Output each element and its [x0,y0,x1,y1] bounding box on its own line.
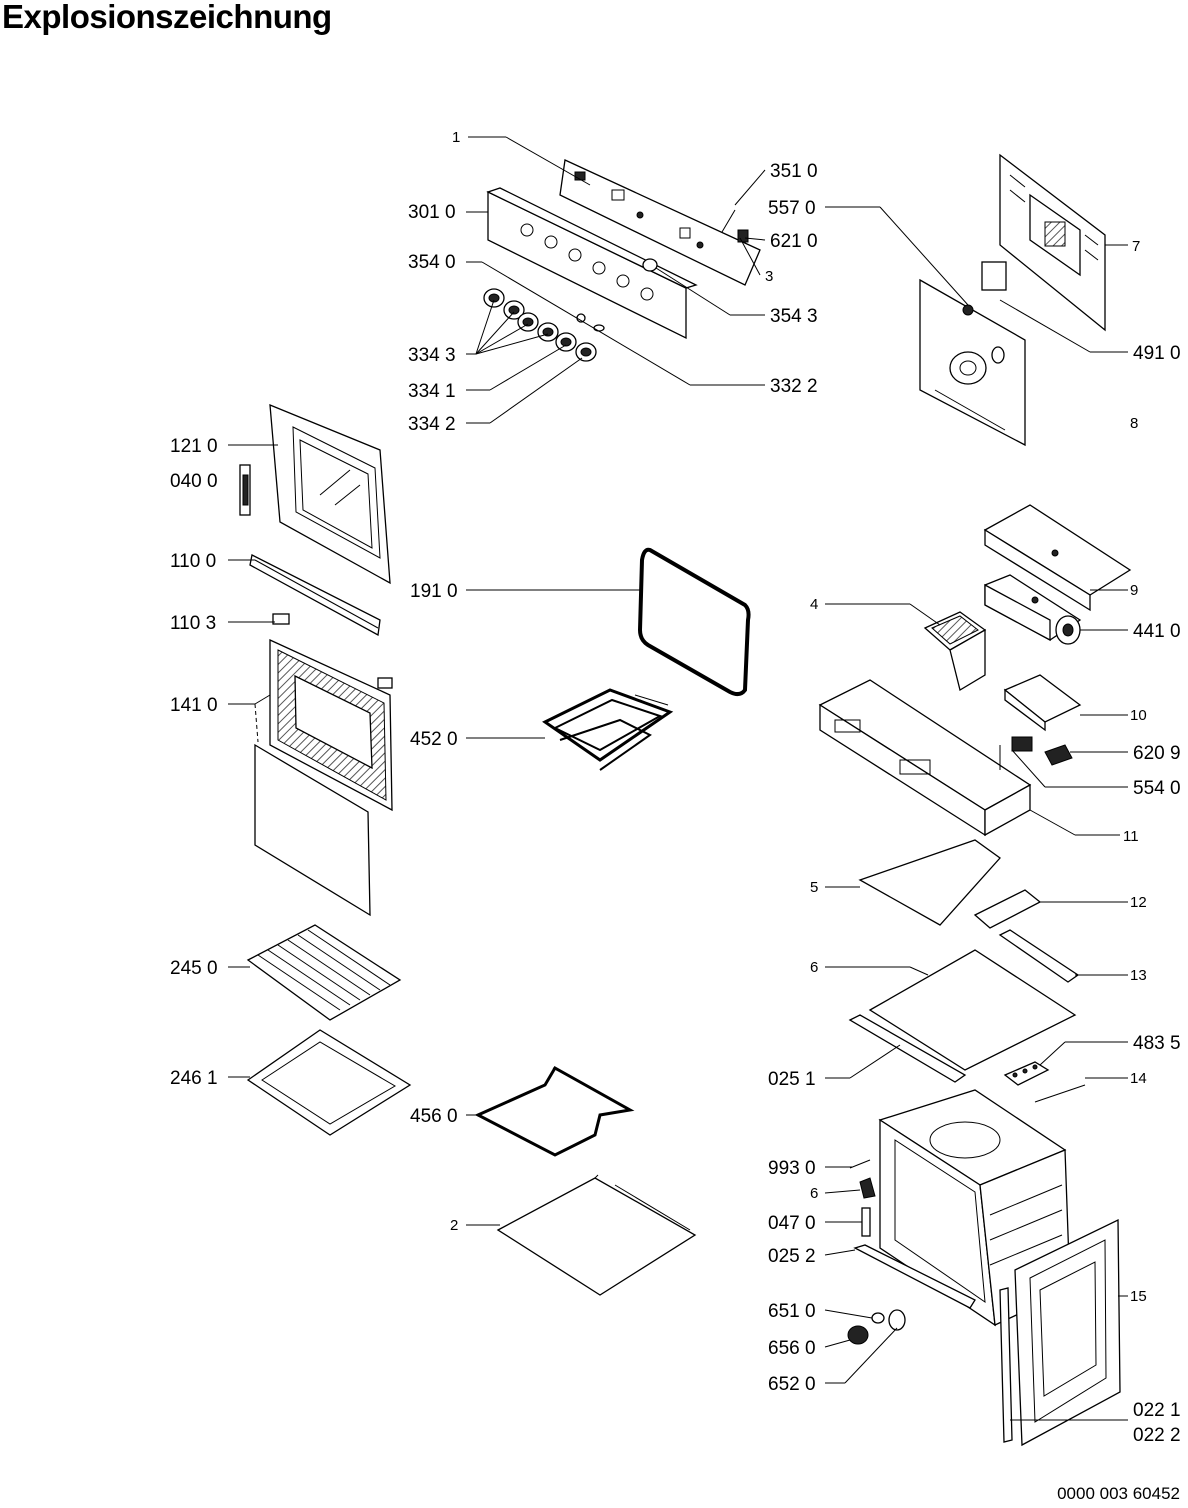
door-handle [249,554,381,637]
part-label: 110 3 [170,613,216,634]
mounting-bracket [973,889,1042,929]
part-label: 191 0 [410,581,458,602]
part-label: 4 [810,596,818,613]
front-frame [818,679,1032,837]
part-label: 354 0 [408,252,456,273]
oven-door [269,403,391,585]
part-label: 246 1 [170,1068,218,1089]
door-hinge [239,464,251,516]
panel-small-parts [642,209,749,272]
part-label: 13 [1130,967,1147,984]
part-labels: 1 301 0 354 0 334 3 334 1 334 2 351 0 55… [170,129,1181,1446]
base-plate [868,949,1077,1071]
part-label: 334 3 [408,345,456,366]
wire-shelf [246,924,402,1021]
part-label: 651 0 [768,1301,816,1322]
side-rail-upper [848,1014,967,1083]
part-label: 354 3 [770,306,818,327]
part-label: 491 0 [1133,343,1181,364]
fan-grille [923,611,987,692]
part-label: 334 2 [408,414,456,435]
support-rod [1034,1084,1086,1103]
part-label: 621 0 [770,231,818,252]
door-seal [637,547,751,697]
control-panel-backplate [559,159,761,286]
part-label: 025 2 [768,1246,816,1267]
side-panel [1014,1218,1121,1447]
part-label: 9 [1130,582,1138,599]
part-label: 12 [1130,894,1147,911]
leader-lines [228,136,1128,1421]
bottom-cover-plate [496,1174,697,1296]
baking-tray [246,1029,412,1136]
grill-heating-element [542,688,674,771]
part-label: 7 [1132,238,1140,255]
part-label: 620 9 [1133,743,1181,764]
part-label: 11 [1123,828,1139,845]
part-label: 15 [1130,1288,1147,1305]
side-rail-lower [853,1244,976,1309]
fan-motor-assembly [984,574,1082,645]
electronics-cover [1003,674,1082,732]
part-label: 2 [450,1217,458,1234]
document-number: 0000 003 60452 [1057,1484,1180,1503]
part-label: 121 0 [170,436,218,457]
part-label: 040 0 [170,471,218,492]
part-label: 334 1 [408,381,456,402]
part-label: 652 0 [768,1374,816,1395]
part-label: 3 [765,268,773,285]
upper-plate [858,839,1001,926]
part-label: 110 0 [170,551,216,572]
part-label: 6 [810,1185,818,1202]
part-label: 141 0 [170,695,218,716]
top-cover [983,504,1132,612]
part-label: 1 [452,129,460,146]
part-label: 452 0 [410,729,458,750]
control-knobs [483,288,605,362]
page-title: Explosionszeichnung [2,0,332,35]
part-label: 8 [1130,415,1138,432]
part-label: 441 0 [1133,621,1181,642]
fan-back-panel [919,261,1026,447]
oven-lamp [847,1309,906,1345]
side-strip [999,1287,1013,1443]
part-label: 554 0 [1133,778,1181,799]
part-label: 022 2 [1133,1425,1181,1446]
part-label: 5 [810,879,818,896]
part-label: 301 0 [408,202,456,223]
part-label: 332 2 [770,376,818,397]
door-inner-glass [254,638,393,917]
handle-end-caps [272,613,393,689]
part-label: 245 0 [170,958,218,979]
bottom-heating-element [474,1065,635,1157]
part-label: 025 1 [768,1069,816,1090]
part-label: 656 0 [768,1338,816,1359]
part-label: 022 1 [1133,1400,1181,1421]
part-label: 483 5 [1133,1033,1181,1054]
part-label: 10 [1130,707,1147,724]
part-label: 14 [1130,1070,1147,1087]
part-label: 993 0 [768,1158,816,1179]
part-label: 047 0 [768,1213,816,1234]
terminal-block [1003,1061,1050,1086]
part-label: 557 0 [768,198,816,219]
rear-panel [999,153,1106,332]
part-label: 456 0 [410,1106,458,1127]
switch-and-sensor [999,736,1073,770]
part-label: 6 [810,959,818,976]
part-label: 351 0 [770,161,818,182]
small-fasteners [849,1159,876,1237]
